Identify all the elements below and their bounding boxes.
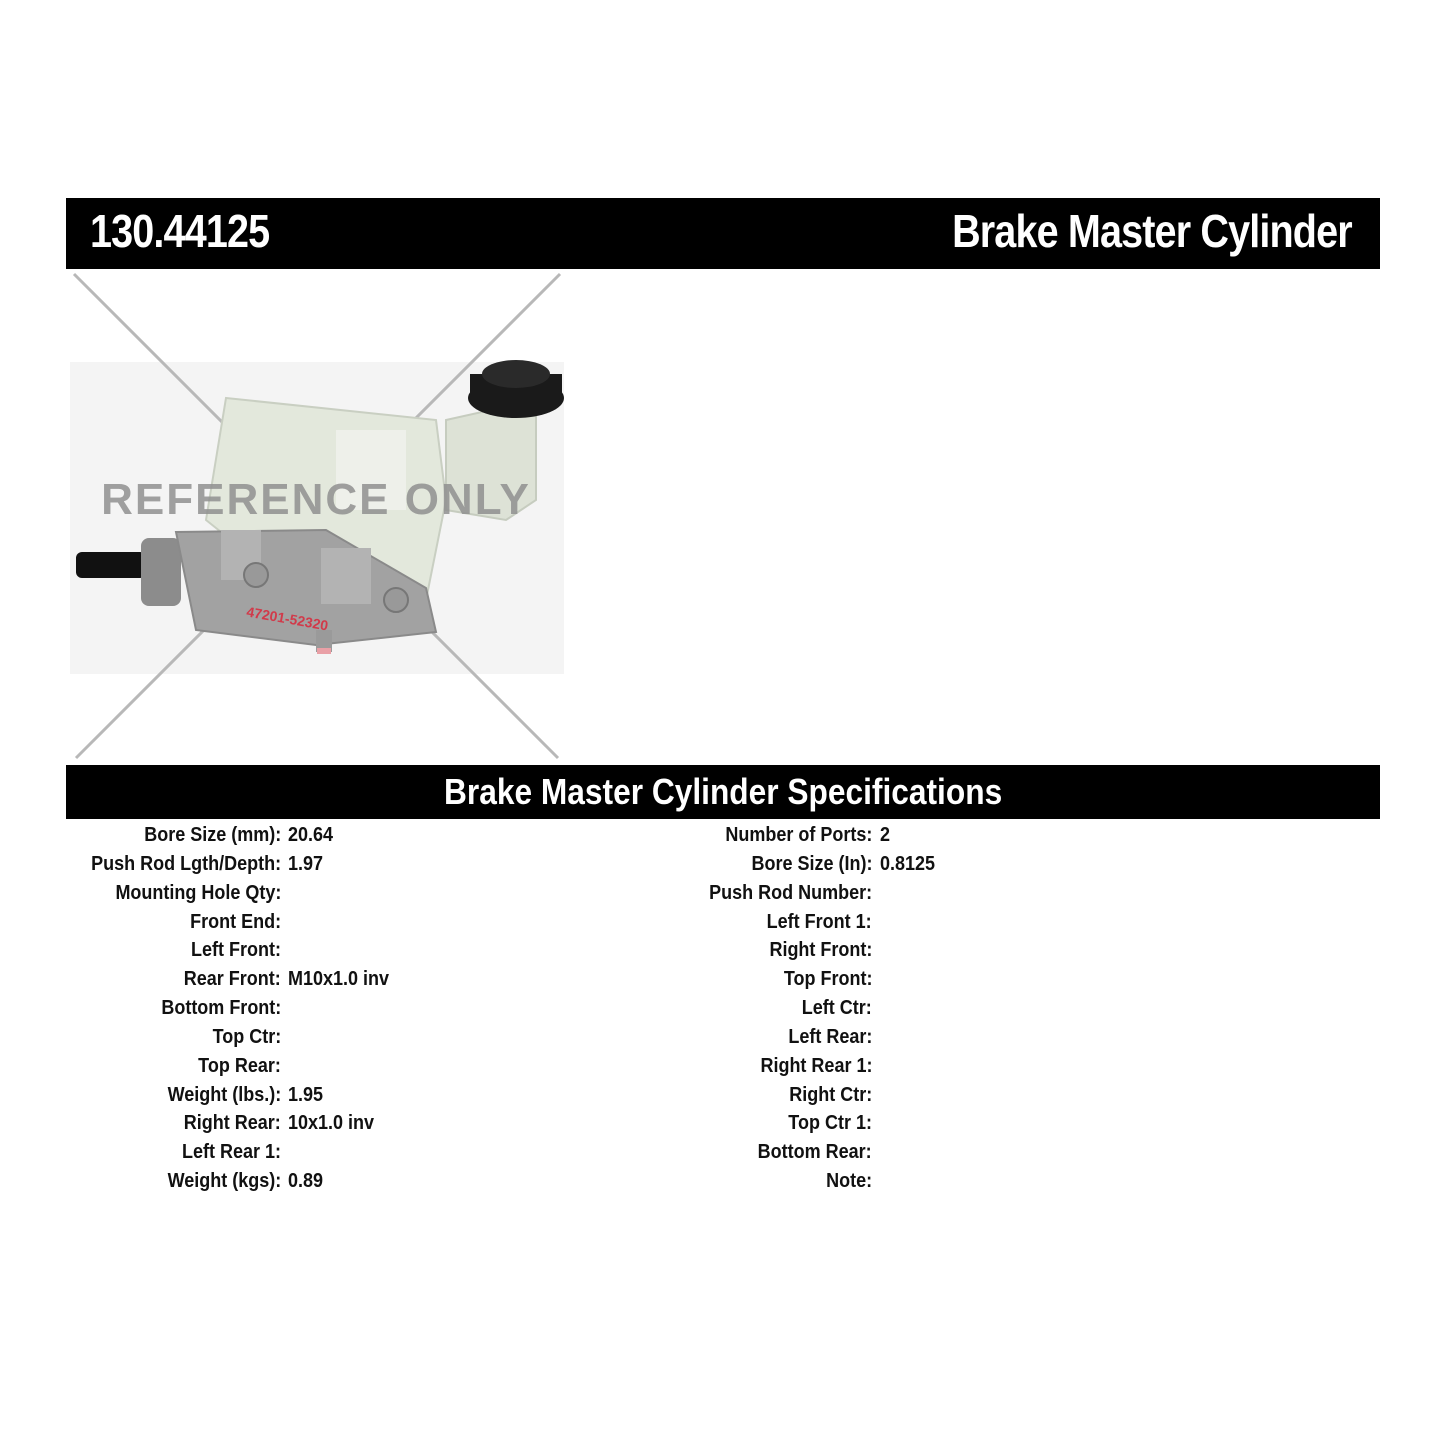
spec-label: Left Ctr: bbox=[802, 997, 872, 1020]
spec-label: Rear Front: bbox=[183, 968, 281, 991]
spec-label: Left Front 1: bbox=[767, 910, 872, 933]
spec-label: Push Rod Number: bbox=[708, 881, 872, 904]
spec-value: 1.95 bbox=[288, 1083, 324, 1106]
spec-label: Right Rear: bbox=[183, 1112, 281, 1135]
spec-label: Bottom Front: bbox=[161, 997, 281, 1020]
spec-row: Bore Size (mm): 20.64 bbox=[0, 822, 333, 851]
spec-row: Right Rear 1: bbox=[0, 1053, 872, 1082]
spec-row: Top Ctr 1: bbox=[0, 1110, 872, 1139]
spec-row: Rear Front: M10x1.0 inv bbox=[0, 966, 389, 995]
title-bar: 130.44125 Brake Master Cylinder bbox=[66, 198, 1380, 269]
product-name: Brake Master Cylinder bbox=[952, 205, 1353, 257]
spec-label: Top Front: bbox=[783, 968, 872, 991]
spec-row: Push Rod Lgth/Depth: 1.97 bbox=[0, 851, 323, 880]
spec-label: Top Ctr 1: bbox=[788, 1112, 872, 1135]
spec-row: Top Ctr: bbox=[0, 1024, 281, 1053]
spec-label: Right Ctr: bbox=[789, 1083, 872, 1106]
spec-label: Left Rear: bbox=[787, 1025, 872, 1048]
spec-row: Left Rear 1: bbox=[0, 1139, 281, 1168]
spec-row: Left Ctr: bbox=[0, 995, 872, 1024]
spec-value: 20.64 bbox=[288, 824, 334, 846]
spec-label: Weight (kgs): bbox=[167, 1170, 281, 1193]
spec-value: 10x1.0 inv bbox=[288, 1112, 375, 1135]
spec-label: Weight (lbs.): bbox=[167, 1083, 281, 1106]
spec-row: Bore Size (In): 0.8125 bbox=[0, 851, 935, 880]
reference-only-watermark: REFERENCE ONLY bbox=[101, 475, 531, 524]
spec-row: Number of Ports: 2 bbox=[0, 822, 890, 851]
spec-label: Front End: bbox=[190, 910, 281, 933]
spec-label: Right Rear 1: bbox=[759, 1054, 872, 1077]
spec-value: 0.8125 bbox=[880, 852, 936, 875]
spec-row: Mounting Hole Qty: bbox=[0, 880, 281, 909]
spec-row: Right Rear: 10x1.0 inv bbox=[0, 1110, 374, 1139]
spec-label: Bore Size (mm): bbox=[143, 824, 281, 846]
spec-label: Note: bbox=[826, 1170, 872, 1193]
spec-value: 0.89 bbox=[288, 1170, 324, 1193]
part-number: 130.44125 bbox=[90, 205, 270, 257]
spec-value: 1.97 bbox=[288, 852, 324, 875]
spec-row: Left Front 1: bbox=[0, 909, 872, 938]
spec-label: Bore Size (In): bbox=[750, 852, 872, 875]
spec-row: Push Rod Number: bbox=[0, 880, 872, 909]
spec-label: Left Front: bbox=[191, 939, 281, 962]
spec-label: Left Rear 1: bbox=[181, 1141, 281, 1164]
spec-row: Weight (kgs): 0.89 bbox=[0, 1168, 323, 1197]
product-image: 47201-52320 REFERENCE ONLY bbox=[66, 270, 566, 762]
spec-value: 2 bbox=[880, 824, 891, 846]
spec-value: M10x1.0 inv bbox=[288, 968, 390, 991]
spec-label: Mounting Hole Qty: bbox=[115, 881, 281, 904]
spec-label: Top Ctr: bbox=[212, 1025, 281, 1048]
spec-label: Top Rear: bbox=[198, 1054, 281, 1077]
specifications-header: Brake Master Cylinder Specifications bbox=[66, 765, 1380, 819]
spec-label: Number of Ports: bbox=[724, 824, 872, 846]
spec-row: Bottom Front: bbox=[0, 995, 281, 1024]
spec-row: Bottom Rear: bbox=[0, 1139, 872, 1168]
spec-row: Top Rear: bbox=[0, 1053, 281, 1082]
spec-row: Note: bbox=[0, 1168, 872, 1197]
spec-row: Weight (lbs.): 1.95 bbox=[0, 1082, 323, 1111]
spec-row: Left Front: bbox=[0, 937, 281, 966]
specifications-title: Brake Master Cylinder Specifications bbox=[443, 771, 1003, 812]
spec-row: Right Ctr: bbox=[0, 1082, 872, 1111]
brake-master-cylinder-illustration: 47201-52320 REFERENCE ONLY bbox=[70, 272, 564, 760]
spec-label: Right Front: bbox=[769, 939, 872, 962]
spec-label: Bottom Rear: bbox=[757, 1141, 872, 1164]
spec-row: Right Front: bbox=[0, 937, 872, 966]
spec-label: Push Rod Lgth/Depth: bbox=[91, 852, 281, 875]
spec-row: Front End: bbox=[0, 909, 281, 938]
spec-row: Top Front: bbox=[0, 966, 872, 995]
spec-row: Left Rear: bbox=[0, 1024, 872, 1053]
